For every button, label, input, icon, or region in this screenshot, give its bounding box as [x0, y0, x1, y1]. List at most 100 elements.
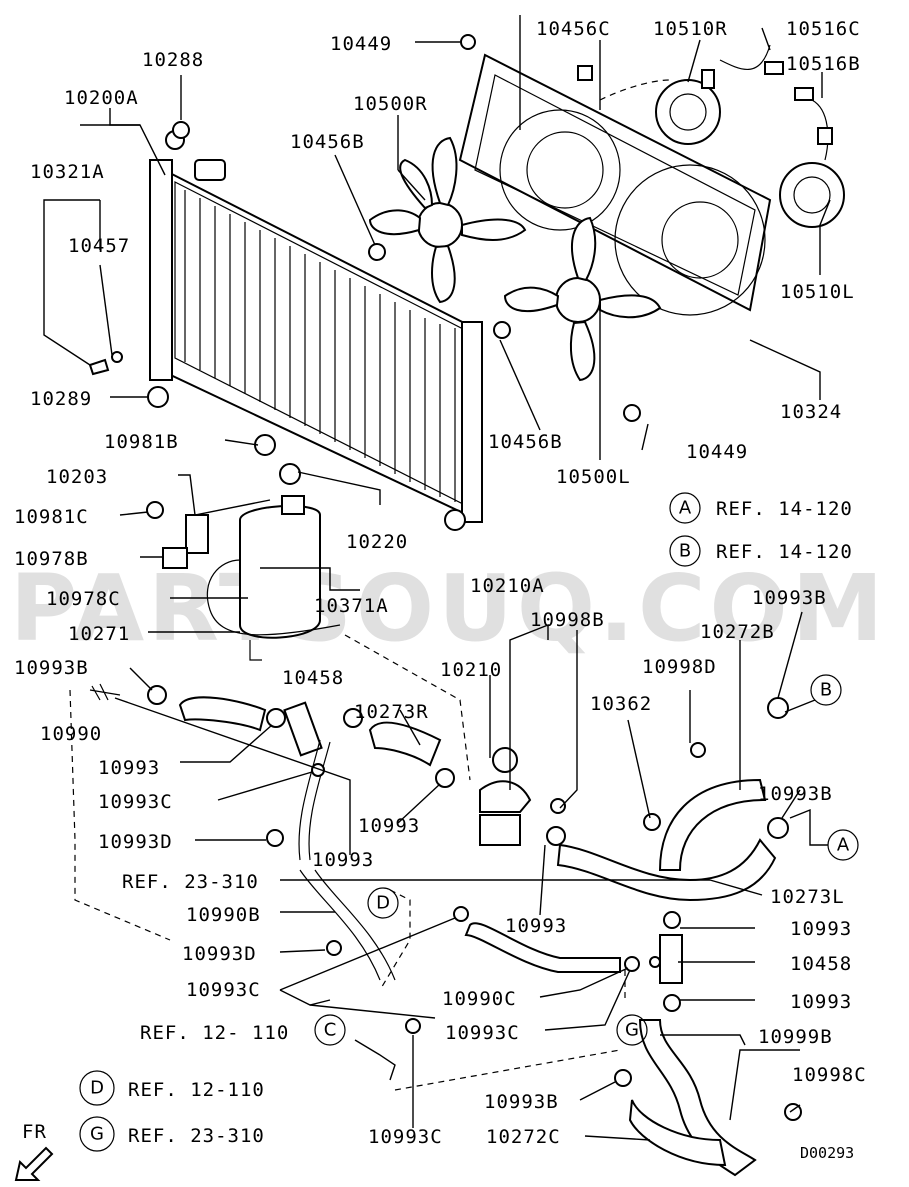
svg-text:FR: FR: [22, 1121, 47, 1143]
label-10210A: 10210A: [470, 575, 545, 597]
label-ref-23-310: REF. 23-310: [122, 871, 259, 893]
circle-marker-G: G: [616, 1014, 648, 1046]
label-10457: 10457: [68, 235, 130, 257]
fan-motor-left: [779, 162, 845, 228]
label-10449-top: 10449: [330, 33, 392, 55]
svg-text:D: D: [90, 1078, 104, 1099]
circle-marker-D: D: [367, 887, 399, 919]
label-10998D: 10998D: [642, 656, 717, 678]
label-10220: 10220: [346, 531, 408, 553]
label-10993C-d: 10993C: [368, 1126, 443, 1148]
svg-text:D: D: [376, 893, 390, 914]
svg-text:A: A: [679, 498, 692, 519]
label-10272B: 10272B: [700, 621, 775, 643]
svg-text:G: G: [625, 1020, 639, 1041]
svg-text:REF. 14-120: REF. 14-120: [716, 541, 853, 563]
label-10981C: 10981C: [14, 506, 89, 528]
label-10456B-bot: 10456B: [488, 431, 563, 453]
label-10981B: 10981B: [104, 431, 179, 453]
label-10993B-bot: 10993B: [484, 1091, 559, 1113]
label-ref-12-110: REF. 12- 110: [140, 1022, 289, 1044]
label-10321A: 10321A: [30, 161, 105, 183]
circle-marker-C: C: [314, 1014, 346, 1046]
label-10978C: 10978C: [46, 588, 121, 610]
label-10993B-r1: 10993B: [752, 587, 827, 609]
label-10990C: 10990C: [442, 988, 517, 1010]
label-10993B-r2: 10993B: [758, 783, 833, 805]
label-10990B: 10990B: [186, 904, 261, 926]
label-10500L: 10500L: [556, 466, 631, 488]
svg-text:B: B: [820, 680, 832, 701]
label-10510L: 10510L: [780, 281, 855, 303]
label-10510R: 10510R: [653, 18, 728, 40]
label-10516B: 10516B: [786, 53, 861, 75]
label-10993B-l: 10993B: [14, 657, 89, 679]
legend-G: G REF. 23-310: [79, 1116, 265, 1152]
legend-A: A REF. 14-120: [669, 492, 853, 524]
label-10500R: 10500R: [353, 93, 428, 115]
fan-shroud: [458, 53, 772, 316]
label-10993C-b: 10993C: [186, 979, 261, 1001]
leader-lines: [43, 15, 831, 1141]
label-10456C: 10456C: [536, 18, 611, 40]
label-10998C: 10998C: [792, 1064, 867, 1086]
label-10273L: 10273L: [770, 886, 845, 908]
hose-lower-right: [556, 778, 777, 1177]
label-10362: 10362: [590, 693, 652, 715]
label-10458-top: 10458: [282, 667, 344, 689]
circle-marker-B: B: [784, 674, 842, 713]
label-10993C-c: 10993C: [445, 1022, 520, 1044]
label-10998B: 10998B: [530, 609, 605, 631]
label-10993-f: 10993: [790, 991, 852, 1013]
label-10324: 10324: [780, 401, 842, 423]
legend-B: B REF. 14-120: [669, 535, 853, 567]
label-10993D-b: 10993D: [182, 943, 257, 965]
label-10210: 10210: [440, 659, 502, 681]
thermostat-housing: [479, 747, 532, 846]
diagram-code: D00293: [800, 1144, 854, 1162]
part-labels: 10449 10456C 10510R 10516C 10288 10516B …: [14, 18, 867, 1148]
svg-text:A: A: [837, 835, 850, 856]
circle-marker-A: A: [789, 808, 859, 861]
label-10993C-a: 10993C: [98, 791, 173, 813]
dashed-leaders: [69, 79, 671, 1091]
label-10449-bot: 10449: [686, 441, 748, 463]
fan-left: [503, 216, 662, 382]
svg-text:C: C: [324, 1020, 337, 1041]
label-10371A: 10371A: [314, 595, 389, 617]
fan-right: [368, 136, 527, 304]
label-10271: 10271: [68, 623, 130, 645]
label-10978B: 10978B: [14, 548, 89, 570]
label-10993-b: 10993: [358, 815, 420, 837]
label-10993-a: 10993: [98, 757, 160, 779]
label-10993-e: 10993: [790, 918, 852, 940]
watermark: PARTSOUQ.COM: [10, 555, 887, 662]
svg-text:G: G: [90, 1124, 104, 1145]
label-10458-bot: 10458: [790, 953, 852, 975]
label-10203: 10203: [46, 466, 108, 488]
legend-D: D REF. 12-110: [79, 1070, 265, 1106]
label-10516C: 10516C: [786, 18, 861, 40]
label-10993-c: 10993: [312, 849, 374, 871]
wiring-harness: [719, 44, 833, 161]
label-10200A: 10200A: [64, 87, 139, 109]
label-10993D-a: 10993D: [98, 831, 173, 853]
svg-text:REF. 14-120: REF. 14-120: [716, 498, 853, 520]
hose-upper-left: [178, 696, 442, 767]
label-10999B: 10999B: [758, 1026, 833, 1048]
label-10456B-top: 10456B: [290, 131, 365, 153]
small-parts: [88, 34, 802, 1121]
svg-text:REF. 23-310: REF. 23-310: [128, 1125, 265, 1147]
label-10289: 10289: [30, 388, 92, 410]
svg-text:B: B: [679, 541, 691, 562]
front-direction-arrow: FR: [14, 1121, 54, 1181]
reservoir-tank: [162, 495, 341, 661]
label-10993-d: 10993: [505, 915, 567, 937]
label-10990: 10990: [40, 723, 102, 745]
radiator: [149, 130, 483, 531]
svg-text:REF. 12-110: REF. 12-110: [128, 1079, 265, 1101]
label-10273R: 10273R: [354, 701, 429, 723]
label-10272C: 10272C: [486, 1126, 561, 1148]
label-10288: 10288: [142, 49, 204, 71]
